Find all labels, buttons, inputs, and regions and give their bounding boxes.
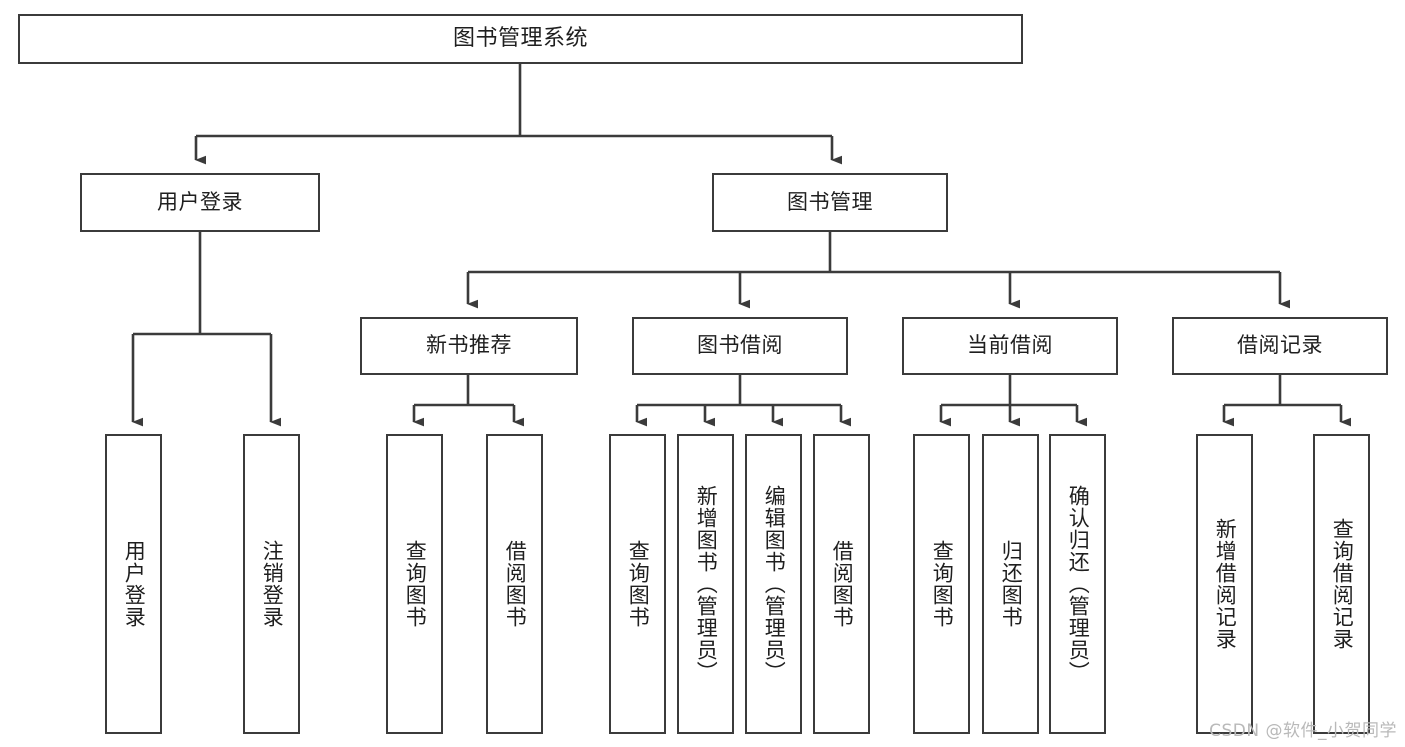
node-label: 查询借阅记录 [1330, 518, 1355, 650]
node-root-system[interactable]: 图书管理系统 [18, 14, 1023, 64]
leaf-query-book-borrow[interactable]: 查询图书 [609, 434, 666, 734]
leaf-edit-book-admin[interactable]: 编辑图书（管理员） [745, 434, 802, 734]
leaf-confirm-return-admin[interactable]: 确认归还（管理员） [1049, 434, 1106, 734]
node-user-login[interactable]: 用户登录 [80, 173, 320, 232]
leaf-query-borrow-record[interactable]: 查询借阅记录 [1313, 434, 1370, 734]
leaf-add-book-admin[interactable]: 新增图书（管理员） [677, 434, 734, 734]
node-label: 借阅图书 [503, 540, 528, 628]
node-label: 用户登录 [157, 189, 243, 214]
leaf-query-book-current[interactable]: 查询图书 [913, 434, 970, 734]
leaf-return-book[interactable]: 归还图书 [982, 434, 1039, 734]
leaf-user-login[interactable]: 用户登录 [105, 434, 162, 734]
node-label: 查询图书 [403, 540, 428, 628]
node-label: 确认归还（管理员） [1066, 485, 1091, 683]
node-label: 图书管理系统 [452, 25, 588, 51]
leaf-borrow-book[interactable]: 借阅图书 [813, 434, 870, 734]
node-label: 查询图书 [930, 540, 955, 628]
node-borrow-record[interactable]: 借阅记录 [1172, 317, 1388, 375]
node-label: 归还图书 [999, 540, 1024, 628]
leaf-add-borrow-record[interactable]: 新增借阅记录 [1196, 434, 1253, 734]
node-book-management[interactable]: 图书管理 [712, 173, 948, 232]
node-new-book-recommend[interactable]: 新书推荐 [360, 317, 578, 375]
node-label: 编辑图书（管理员） [762, 485, 787, 683]
node-label: 查询图书 [626, 540, 651, 628]
node-label: 当前借阅 [967, 333, 1053, 358]
node-label: 借阅图书 [830, 540, 855, 628]
node-label: 新增图书（管理员） [694, 485, 719, 683]
node-label: 借阅记录 [1237, 333, 1323, 358]
node-label: 图书管理 [787, 189, 873, 214]
node-current-borrow[interactable]: 当前借阅 [902, 317, 1118, 375]
node-label: 注销登录 [260, 540, 285, 628]
watermark: CSDN @软件_小贺同学 [1209, 721, 1397, 741]
node-label: 图书借阅 [697, 333, 783, 358]
leaf-borrow-book-recommend[interactable]: 借阅图书 [486, 434, 543, 734]
node-label: 新增借阅记录 [1213, 518, 1238, 650]
leaf-query-book-recommend[interactable]: 查询图书 [386, 434, 443, 734]
leaf-logout[interactable]: 注销登录 [243, 434, 300, 734]
node-label: 用户登录 [122, 540, 147, 628]
node-label: 新书推荐 [426, 333, 512, 358]
node-book-borrow[interactable]: 图书借阅 [632, 317, 848, 375]
